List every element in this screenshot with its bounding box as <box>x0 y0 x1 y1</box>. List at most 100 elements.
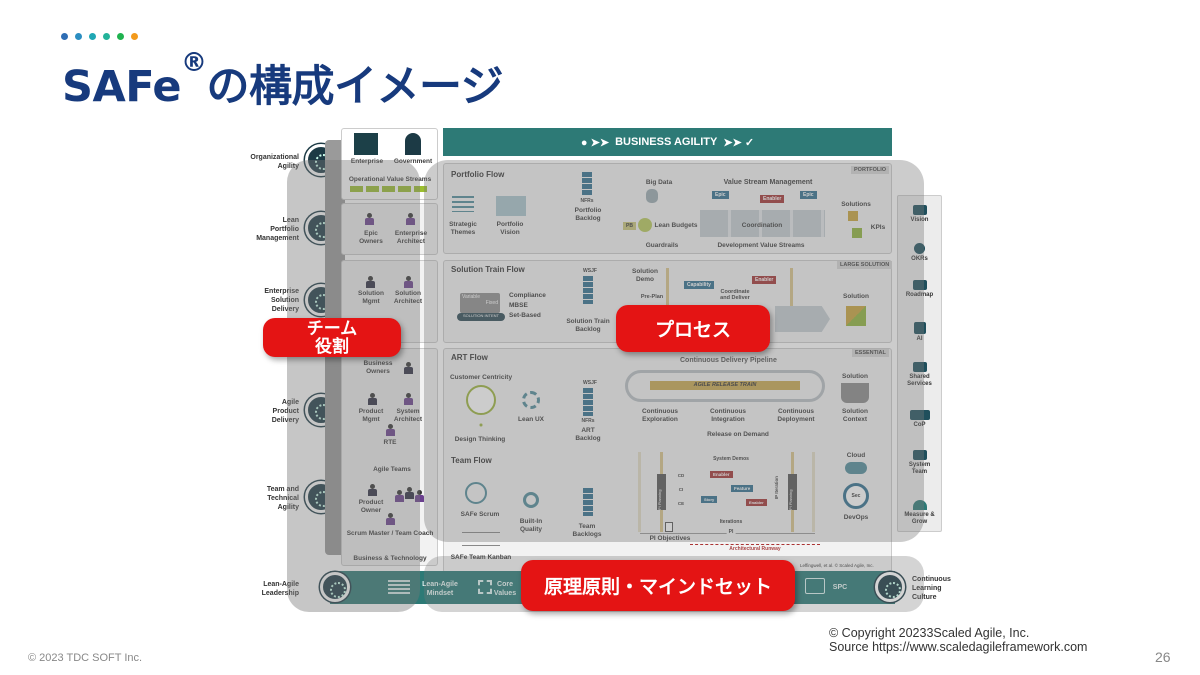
ovs-chevrons <box>350 186 430 192</box>
person-icon <box>368 393 377 405</box>
cd-short: CD <box>677 473 685 478</box>
art-roles-panel <box>341 348 438 566</box>
person-icon <box>404 393 413 405</box>
big-data-label: Big Data <box>645 179 673 186</box>
compliance-label: Compliance <box>509 292 546 299</box>
community-icon <box>909 410 930 420</box>
rte-label: RTE <box>383 439 397 446</box>
sidebar-item-cop: CoP <box>897 410 942 429</box>
person-icon <box>404 276 413 288</box>
pi-objectives-label: PI Objectives <box>649 535 691 542</box>
callout-process: プロセス <box>616 305 770 352</box>
team-flow-title: Team Flow <box>451 456 492 465</box>
solution-label: Solution <box>843 293 869 300</box>
lean-ux-icon <box>522 391 540 409</box>
sidebar-item-shared-services: Shared Services <box>897 362 942 388</box>
person-icon <box>365 213 374 225</box>
art-flow-title: ART Flow <box>451 353 488 362</box>
design-thinking-label: Design Thinking <box>454 436 506 443</box>
map-icon <box>912 280 927 290</box>
team-backlog-icon <box>583 488 593 516</box>
lpm-roles-panel <box>341 203 438 255</box>
vsm-label: Value Stream Management <box>723 179 813 186</box>
leadership-icon <box>320 572 350 602</box>
person-icon <box>386 424 395 436</box>
solution-train-flow-title: Solution Train Flow <box>451 265 525 274</box>
gauge-icon <box>912 500 927 510</box>
person-icon <box>395 490 404 502</box>
decor-dot <box>103 33 110 40</box>
target-icon <box>914 243 925 254</box>
people-icon <box>912 362 927 372</box>
coordination-label: Coordination <box>741 222 783 229</box>
footer-copyright: © 2023 TDC SOFT Inc. <box>28 652 143 664</box>
decor-dot <box>131 33 138 40</box>
page-title: SAFe®の構成イメージ <box>62 48 504 112</box>
government-icon <box>405 133 421 155</box>
enabler-chip: Enabler <box>746 499 767 506</box>
binoculars-icon <box>912 205 927 215</box>
decor-dot <box>75 33 82 40</box>
ovs-label: Operational Value Streams <box>348 176 432 183</box>
dvs-label: Development Value Streams <box>717 242 805 249</box>
milestone-pole <box>666 268 669 308</box>
decor-dot <box>117 33 124 40</box>
lean-budgets-label: Lean Budgets <box>654 222 698 229</box>
architectural-runway-line <box>690 541 820 545</box>
release-on-demand-label: Release on Demand <box>707 431 769 438</box>
devsecops-icon: Sec <box>843 483 869 509</box>
business-agility-banner: ● ➤➤BUSINESS AGILITY➤➤ ✓ <box>443 128 892 156</box>
decor-dot <box>89 33 96 40</box>
core-values-icon <box>478 580 492 594</box>
ce-short: CE <box>677 501 685 506</box>
government-label: Government <box>393 158 433 165</box>
epic-chip: Epic <box>712 191 729 199</box>
portfolio-vision-icon <box>496 196 526 216</box>
milestone-pole <box>638 452 641 532</box>
wsjf-label: WSJF <box>583 268 597 274</box>
learning-culture-icon <box>875 572 905 602</box>
enabler-chip: Enabler <box>752 276 777 284</box>
person-icon <box>368 484 377 496</box>
milestone-pole <box>790 268 793 308</box>
customer-icon <box>466 385 496 415</box>
architectural-runway-label: Architectural Runway <box>729 546 781 552</box>
cdp-title: Continuous Delivery Pipeline <box>680 357 777 364</box>
sidebar-item-roadmap: Roadmap <box>897 280 942 299</box>
devops-label: DevOps <box>843 514 869 521</box>
enterprise-label: Enterprise <box>350 158 384 165</box>
safe-scrum-icon <box>465 482 487 504</box>
sm-tc-label: Scrum Master / Team Coach <box>346 530 434 537</box>
chevrons-icon: ● ➤➤ <box>580 136 610 149</box>
customer-centricity-label: Customer Centricity <box>449 374 513 381</box>
pie-icon <box>638 218 652 232</box>
cloud-label: Cloud <box>846 452 866 459</box>
spc-icon <box>805 578 825 594</box>
solution-train-backlog-icon <box>583 276 593 304</box>
pb-chip: PB <box>623 222 636 230</box>
enabler-chip: Enabler <box>710 471 733 478</box>
callout-team-roles: チーム役割 <box>263 318 401 357</box>
strategic-themes-icon <box>452 196 474 212</box>
enabler-chip: Enabler <box>760 195 785 203</box>
